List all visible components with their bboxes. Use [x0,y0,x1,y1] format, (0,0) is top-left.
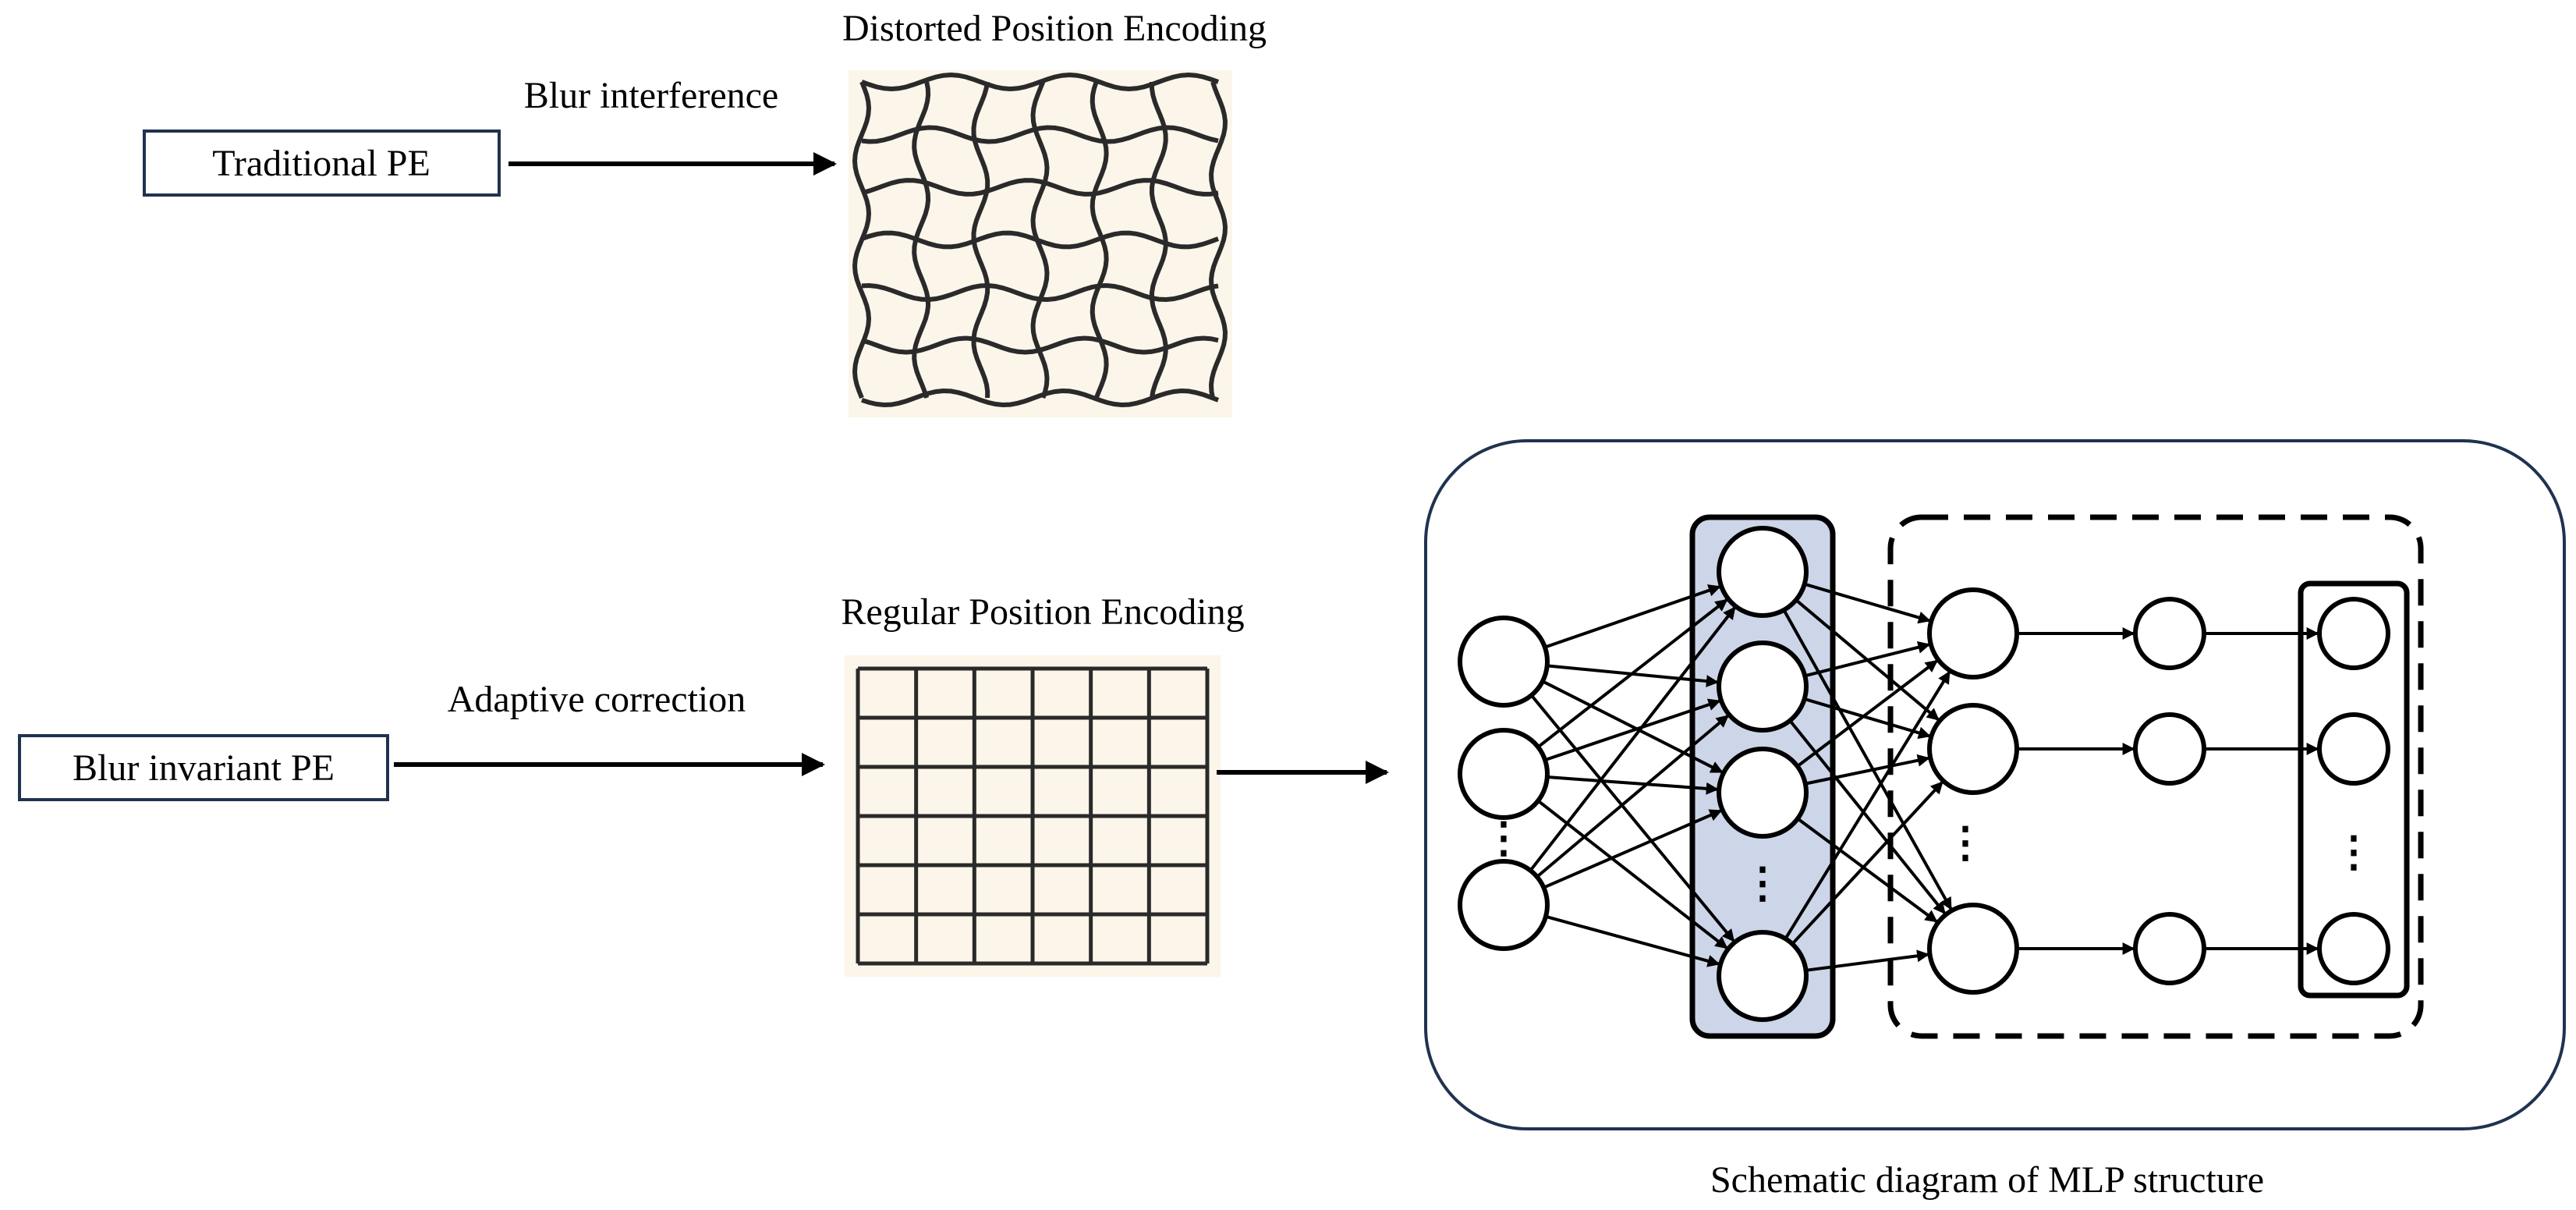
mlp-connection [1784,671,1951,940]
blur-interference-label: Blur interference [524,75,778,116]
distorted-grid-title: Distorted Position Encoding [842,8,1267,49]
output-layer-box [2298,580,2410,999]
mlp-connection [1796,817,1938,924]
traditional-pe-box [143,130,501,197]
distorted-grid-line [861,335,1219,355]
distorted-grid-line [861,230,1220,250]
mlp-connection [1796,659,1939,768]
hidden-neuron [1717,747,1809,839]
mlp-connection [1542,680,1724,774]
distorted-grid-line [852,80,872,399]
mlp-connection [1545,914,1720,967]
bottom-row: Blur invariant PE Adaptive correction Re… [18,591,1389,977]
mlp-connection [1804,582,1931,624]
top-row: Traditional PE Blur interference Distort… [143,8,1267,417]
mlp-connection [1791,781,1944,946]
mlp-connection [1543,809,1723,889]
traditional-pe-label: Traditional PE [212,143,431,184]
input-neuron [1458,859,1550,951]
distorted-grid-line [1150,82,1168,399]
deep-layer-ellipsis: ⋮ [1944,819,1986,866]
distorted-grid-line [860,72,1220,92]
deep-neuron [2133,712,2206,786]
output-neuron [2317,912,2390,985]
adaptive-correction-label: Adaptive correction [448,679,746,720]
hidden-layer-ellipsis: ⋮ [1742,860,1784,907]
distorted-grid-line [861,125,1219,144]
mlp-panel: ⋮ ⋮ ⋮ ⋮ Schematic diagram of MLP structu… [1424,439,2566,1201]
distorted-grid-line [1208,81,1228,399]
deep-neuron [2133,912,2206,985]
mlp-connections [1529,582,2319,972]
blur-invariant-pe-label: Blur invariant PE [73,747,335,789]
mlp-caption: Schematic diagram of MLP structure [1710,1159,2264,1201]
mlp-connection [1536,598,1728,749]
mlp-connection [1544,584,1721,649]
mlp-connection [1805,949,1930,972]
mlp-neurons [1458,526,2390,1022]
distorted-grid-line [1090,81,1109,399]
distorted-grid-line [861,388,1220,408]
distorted-grid-line [861,178,1219,197]
deep-layers-dashed-box [1887,514,2424,1039]
regular-grid-title: Regular Position Encoding [841,591,1244,633]
blur-invariant-pe-box [18,734,389,801]
mlp-connection [1805,754,1930,786]
output-neuron [2317,712,2390,786]
distorted-grid-line [861,282,1219,303]
regular-position-grid [856,666,1210,966]
mlp-connection [1547,775,1719,795]
input-layer-ellipsis: ⋮ [1483,814,1525,861]
deep-neuron [1927,903,2019,995]
mlp-connection [1529,606,1736,872]
input-neuron [1458,728,1550,820]
mlp-connection [1544,698,1721,761]
mlp-connection [1804,640,1931,678]
hidden-neuron [1717,640,1809,733]
mlp-connection [1536,799,1728,949]
output-layer-ellipsis: ⋮ [2333,829,2375,875]
mlp-connection [1536,714,1729,878]
mlp-connection [1530,694,1735,942]
input-neuron [1458,616,1550,708]
distorted-position-grid [852,72,1228,408]
mlp-connection [1804,697,1931,740]
deep-neuron [1927,703,2019,795]
mlp-connection [1782,609,1953,910]
hidden-neuron [1717,526,1809,618]
deep-neuron [2133,597,2206,670]
deep-neuron [1927,587,2019,680]
output-neuron [2317,597,2390,670]
hidden-neuron [1717,930,1809,1022]
